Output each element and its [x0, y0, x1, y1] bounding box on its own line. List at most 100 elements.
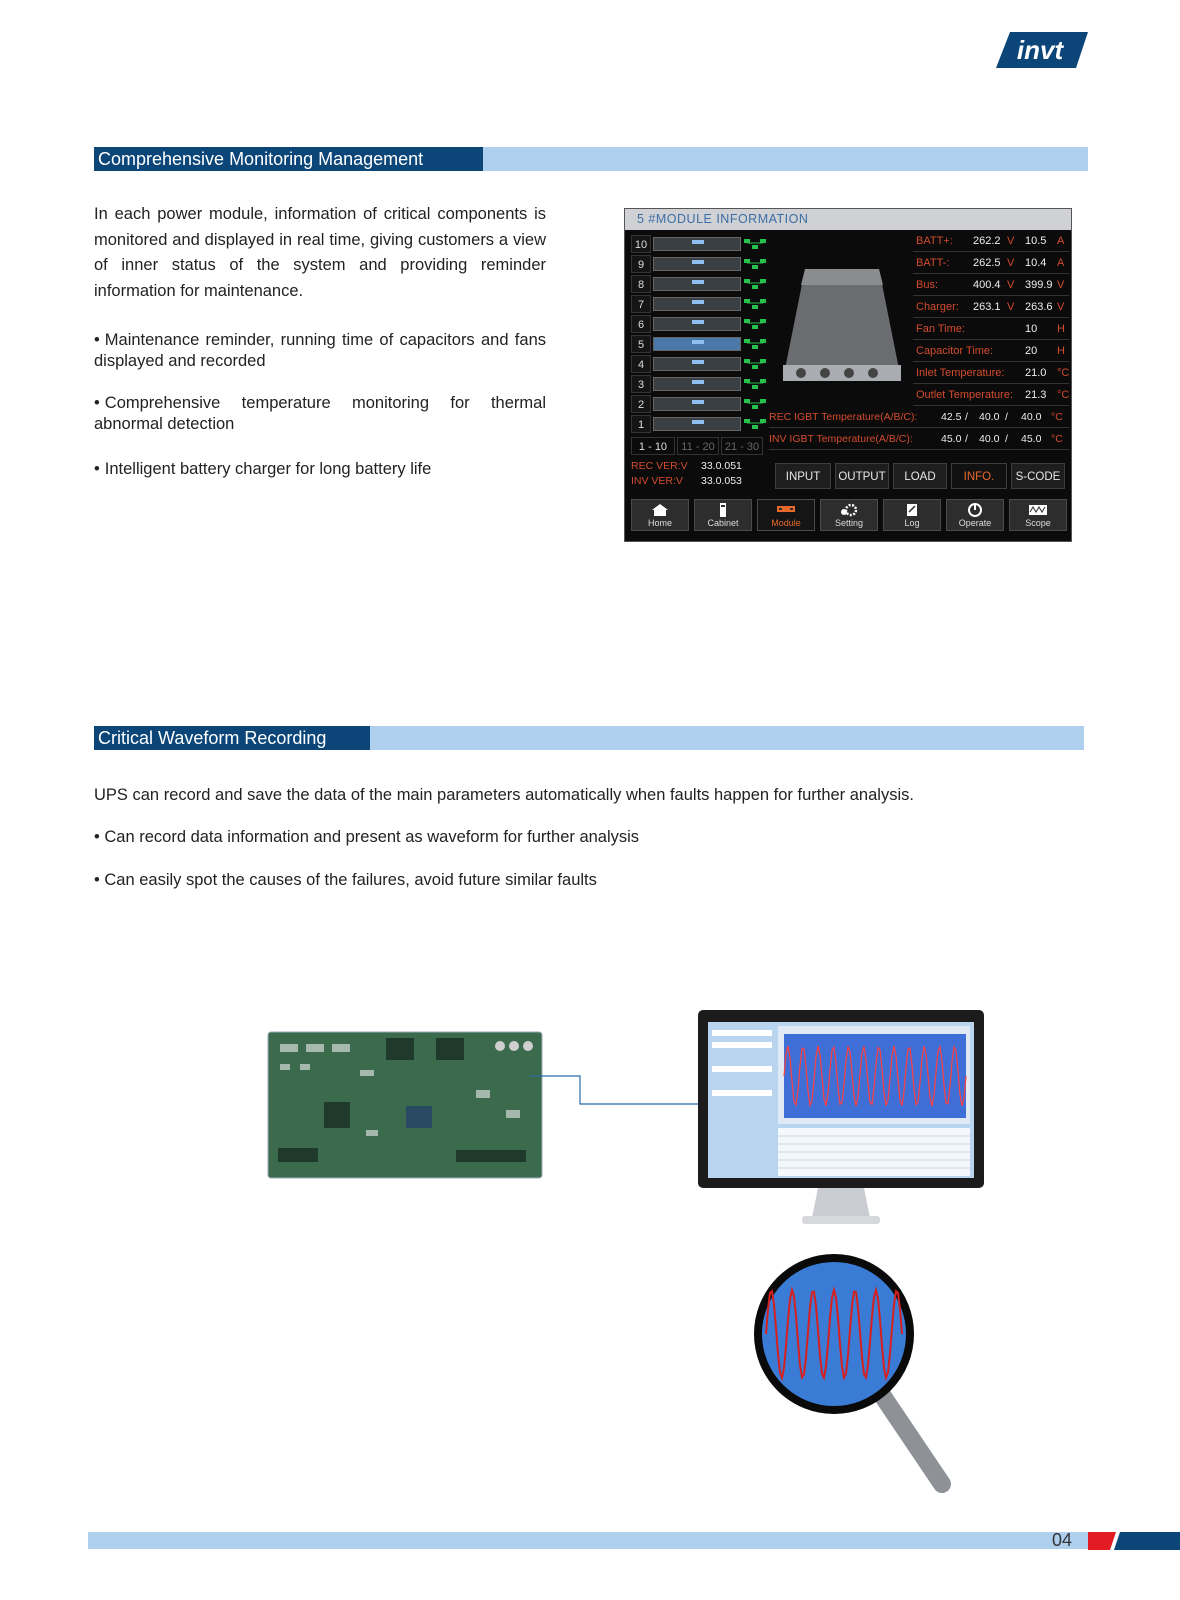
- page-tab-1[interactable]: 1 - 10: [631, 437, 675, 455]
- param-row: Inlet Temperature:21.0°C: [913, 363, 1069, 384]
- inv-version-value: 33.0.053: [701, 475, 742, 487]
- page-tab-3[interactable]: 21 - 30: [721, 437, 763, 455]
- page-tab-2[interactable]: 11 - 20: [677, 437, 719, 455]
- param-unit-1: V: [1007, 257, 1015, 269]
- nav-setting-button[interactable]: Setting: [820, 499, 878, 531]
- magnifier-waveform: [765, 1286, 903, 1382]
- param-value-2: 10.4: [1025, 257, 1047, 269]
- module-row-3[interactable]: 3: [631, 375, 769, 393]
- nav-cabinet-button[interactable]: Cabinet: [694, 499, 752, 531]
- page-number: 04: [1052, 1530, 1073, 1550]
- rec-version-value: 33.0.051: [701, 460, 742, 472]
- param-unit-2: A: [1057, 235, 1065, 247]
- param-value-1: 400.4: [973, 279, 1001, 291]
- bullet-dot: •: [94, 460, 100, 478]
- param-unit-2: A: [1057, 257, 1065, 269]
- module-row-6[interactable]: 6: [631, 315, 769, 333]
- bullet-dot: •: [94, 871, 105, 889]
- scope-icon: [1029, 505, 1047, 515]
- section1-bullet-2: •Comprehensive temperature monitoring fo…: [94, 393, 546, 435]
- tab-output[interactable]: OUTPUT: [835, 463, 889, 489]
- power-icon: [968, 503, 982, 517]
- tab-info[interactable]: INFO.: [951, 463, 1007, 489]
- section1-title: Comprehensive Monitoring Management: [94, 147, 483, 171]
- bullet-dot: •: [94, 331, 100, 349]
- param-label: Inlet Temperature:: [916, 367, 1005, 379]
- param-value-2: 21.0: [1025, 367, 1047, 379]
- module-row-5[interactable]: 5: [631, 335, 769, 353]
- param-value-1: 262.2: [973, 235, 1001, 247]
- param-unit-2: V: [1057, 279, 1065, 291]
- nav-scope-button[interactable]: Scope: [1009, 499, 1067, 531]
- temp-label: REC IGBT Temperature(A/B/C):: [769, 411, 918, 423]
- section1-intro: In each power module, information of cri…: [94, 205, 546, 300]
- param-value-1: 263.1: [973, 301, 1001, 313]
- nav-label: Home: [647, 518, 672, 528]
- nav-label: Cabinet: [707, 518, 739, 528]
- module-icon: [777, 506, 795, 512]
- tab-input[interactable]: INPUT: [775, 463, 831, 489]
- param-value-2: 21.3: [1025, 389, 1047, 401]
- monitor-image: [698, 1010, 984, 1224]
- module-row-2[interactable]: 2: [631, 395, 769, 413]
- sep: /: [1005, 411, 1008, 423]
- section2-bullet-1: • Can record data information and presen…: [94, 827, 639, 847]
- nav-log-button[interactable]: Log: [883, 499, 941, 531]
- module-number: 3: [631, 375, 651, 393]
- gear-icon: [841, 503, 858, 517]
- connector-line: [530, 1075, 708, 1105]
- sep: /: [1005, 433, 1008, 445]
- bullet-text: Can easily spot the causes of the failur…: [104, 871, 597, 889]
- temp-a: 42.5: [941, 411, 962, 423]
- param-value-1: 262.5: [973, 257, 1001, 269]
- footer-bar: [88, 1532, 1088, 1549]
- nav-home-button[interactable]: Home: [631, 499, 689, 531]
- module-slot: [653, 357, 741, 371]
- module-information-screen: 5 #MODULE INFORMATION 1 - 10 11 - 20 21 …: [624, 208, 1072, 542]
- param-unit-2: V: [1057, 301, 1065, 313]
- module-status-icon: [744, 299, 766, 309]
- module-number: 5: [631, 335, 651, 353]
- param-value-2: 10: [1025, 323, 1038, 335]
- param-row: Outlet Temperature:21.3°C: [913, 385, 1069, 406]
- module-row-10[interactable]: 10: [631, 235, 769, 253]
- module-status-icon: [744, 239, 766, 249]
- param-value-2: 10.5: [1025, 235, 1047, 247]
- module-slot: [653, 337, 741, 351]
- module-row-8[interactable]: 8: [631, 275, 769, 293]
- nav-label: Setting: [834, 518, 864, 528]
- rec-version-label: REC VER:V: [631, 460, 688, 472]
- igbt-temperature-row: REC IGBT Temperature(A/B/C):42.5/40.0/40…: [769, 407, 1069, 428]
- module-status-icon: [744, 399, 766, 409]
- module-slot: [653, 237, 741, 251]
- module-row-4[interactable]: 4: [631, 355, 769, 373]
- nav-operate-button[interactable]: Operate: [946, 499, 1004, 531]
- bullet-dot: •: [94, 394, 100, 412]
- section2-intro: UPS can record and save the data of the …: [94, 786, 914, 804]
- param-value-2: 263.6: [1025, 301, 1053, 313]
- tab-scode[interactable]: S-CODE: [1011, 463, 1065, 489]
- module-row-7[interactable]: 7: [631, 295, 769, 313]
- param-label: Outlet Temperature:: [916, 389, 1014, 401]
- param-unit-1: V: [1007, 301, 1015, 313]
- param-label: Bus:: [916, 279, 939, 291]
- module-row-9[interactable]: 9: [631, 255, 769, 273]
- module-status-icon: [744, 419, 766, 429]
- cabinet-icon: [720, 503, 726, 517]
- module-number: 1: [631, 415, 651, 433]
- module-status-icon: [744, 339, 766, 349]
- param-unit-2: H: [1057, 323, 1065, 335]
- section1-header-bar: Comprehensive Monitoring Management: [94, 147, 1088, 171]
- section2-bullet-2: • Can easily spot the causes of the fail…: [94, 870, 597, 890]
- nav-module-button[interactable]: Module: [757, 499, 815, 531]
- nav-label: Module: [771, 518, 801, 528]
- tab-load[interactable]: LOAD: [893, 463, 947, 489]
- module-row-1[interactable]: 1: [631, 415, 769, 433]
- temp-a: 45.0: [941, 433, 962, 445]
- sep: /: [965, 411, 968, 423]
